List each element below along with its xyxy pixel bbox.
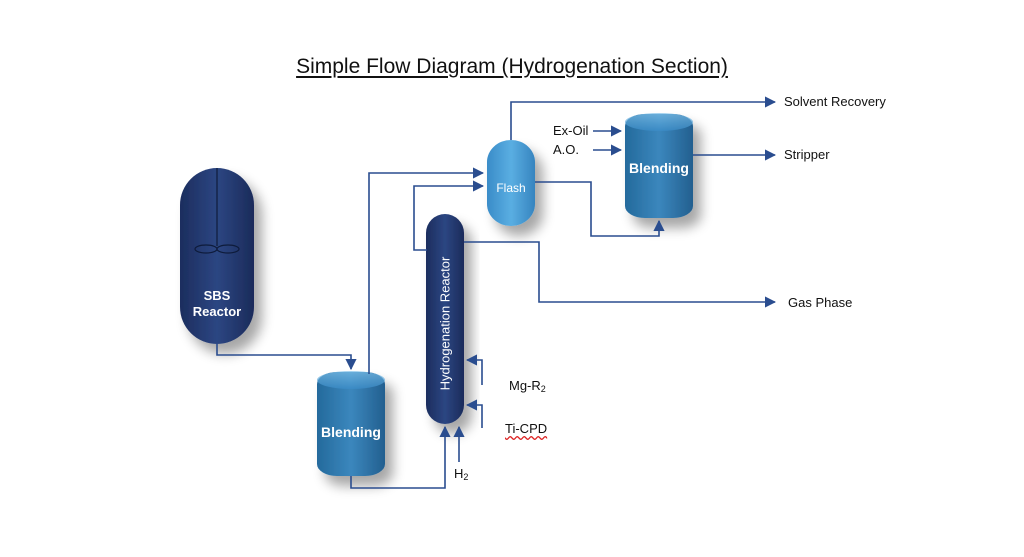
hydrogenation-reactor-vessel xyxy=(426,214,464,424)
line-blending-to-flash xyxy=(368,167,485,374)
gas-phase-label: Gas Phase xyxy=(788,295,853,310)
line-flash-to-blending xyxy=(535,181,665,237)
blending-tank-lower xyxy=(317,371,385,476)
mg-r2-label-base: Mg-R xyxy=(509,378,541,393)
line-mgr2-feed xyxy=(465,354,483,385)
ex-oil-label: Ex-Oil xyxy=(553,123,589,138)
line-ticpd-feed xyxy=(465,399,483,428)
blending-upper-label: Blending xyxy=(629,160,689,176)
diagram-title: Simple Flow Diagram (Hydrogenation Secti… xyxy=(296,55,728,78)
h2-label-base: H xyxy=(454,466,464,481)
sbs-reactor-label-line1: SBS xyxy=(203,288,231,303)
line-reactor-to-flash xyxy=(413,180,485,251)
stripper-label: Stripper xyxy=(784,147,830,162)
line-blending-to-reactor xyxy=(350,425,451,489)
mg-r2-label: Mg-R2 xyxy=(509,378,546,394)
line-sbs-to-blending xyxy=(216,344,357,371)
h2-label-sub: 2 xyxy=(463,472,469,482)
ti-cpd-label: Ti-CPD xyxy=(505,421,547,436)
flash-drum xyxy=(487,140,535,226)
mg-r2-label-sub: 2 xyxy=(540,384,546,394)
blending-tank-upper xyxy=(625,113,693,218)
hydrogenation-reactor-label: Hydrogenation Reactor xyxy=(437,256,453,391)
blending-lower-label: Blending xyxy=(321,424,381,440)
ti-cpd-label-text: Ti-CPD xyxy=(505,421,548,436)
line-solvent-recovery xyxy=(510,96,777,140)
sbs-reactor-label-line2: Reactor xyxy=(192,304,242,319)
sbs-reactor-label: SBS Reactor xyxy=(180,288,254,320)
sbs-reactor-vessel xyxy=(180,168,254,344)
line-gas-phase xyxy=(464,241,777,308)
h2-label: H2 xyxy=(454,466,468,482)
flash-label: Flash xyxy=(496,181,526,195)
solvent-recovery-label: Solvent Recovery xyxy=(784,94,886,109)
ao-label: A.O. xyxy=(553,142,580,157)
